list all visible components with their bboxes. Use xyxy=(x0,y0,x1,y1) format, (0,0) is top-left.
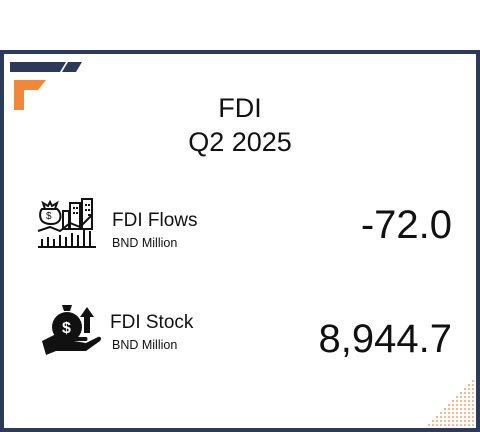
corner-decoration xyxy=(10,62,82,110)
investment-growth-icon: $ xyxy=(37,198,96,248)
fdi-flows-unit: BND Million xyxy=(112,236,178,250)
dot-pattern-decoration xyxy=(428,380,474,426)
svg-text:$: $ xyxy=(62,320,71,337)
card-period: Q2 2025 xyxy=(188,127,292,157)
fdi-flows-value: -72.0 xyxy=(360,203,452,247)
money-bag-hand-icon: $ xyxy=(42,305,102,355)
card-title: FDI xyxy=(218,93,262,123)
svg-text:$: $ xyxy=(46,211,52,222)
fdi-stock-label: FDI Stock xyxy=(110,312,194,333)
fdi-stock-value: 8,944.7 xyxy=(318,317,452,361)
fdi-flows-label: FDI Flows xyxy=(112,210,198,231)
fdi-card: FDI Q2 2025 $ F xyxy=(0,50,480,432)
fdi-stock-unit: BND Million xyxy=(112,338,178,352)
